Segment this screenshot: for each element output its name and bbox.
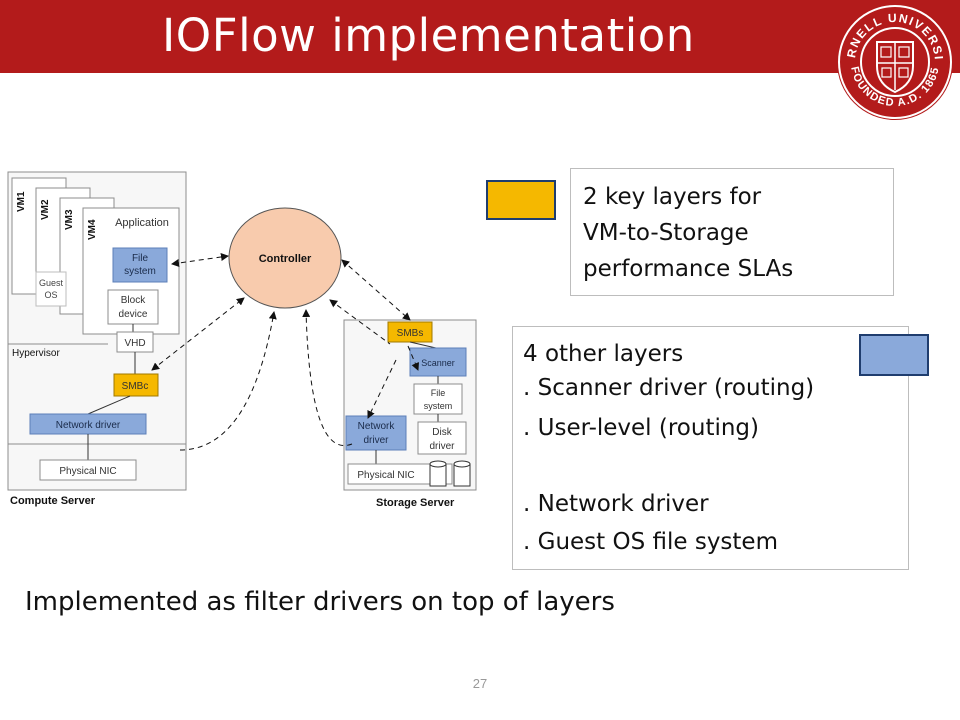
disk-icon <box>453 460 471 487</box>
key-legend-line-2: VM-to-Storage <box>583 220 749 246</box>
page-number: 27 <box>472 676 488 691</box>
guest-os-box <box>35 271 67 307</box>
file-system-label: File <box>132 253 149 264</box>
storage-physical-nic-box <box>347 463 453 485</box>
key-layers-legend: 2 key layers for VM-to-Storage performan… <box>570 168 894 296</box>
disk-driver-box <box>417 421 467 455</box>
slide-caption: Implemented as filter drivers on top of … <box>25 587 615 617</box>
disk-icon <box>429 460 447 487</box>
control-arrow <box>329 299 391 345</box>
control-arrow <box>341 259 411 321</box>
vm-label: VM4 <box>87 219 98 240</box>
smbs-label: SMBs <box>397 328 424 339</box>
disk-driver-label: driver <box>429 441 455 452</box>
hypervisor-label: Hypervisor <box>12 348 60 359</box>
control-arrow <box>151 297 245 371</box>
key-legend-line-1: 2 key layers for <box>583 184 762 210</box>
key-layer-swatch <box>486 180 556 220</box>
key-legend-line-3: performance SLAs <box>583 256 794 282</box>
slide-title: IOFlow implementation <box>162 9 695 62</box>
vm-label: VM2 <box>40 199 51 220</box>
guest-os-label: Guest <box>39 278 64 288</box>
storage-network-driver-box <box>345 415 407 451</box>
control-arrow <box>302 309 353 446</box>
control-arrow <box>367 359 397 419</box>
storage-file-system-label: File <box>431 388 446 398</box>
controller-label: Controller <box>259 253 312 265</box>
other-layers-legend: 4 other layers . Scanner driver (routing… <box>512 326 909 570</box>
cornell-seal-logo: CORNELL UNIVERSITY FOUNDED A.D. 1865 <box>833 0 953 120</box>
other-layer-item: . User-level (routing) <box>523 415 760 441</box>
vhd-label: VHD <box>124 338 145 349</box>
ioflow-architecture-diagram: VM1 VM2 VM3 VM4 Guest OS Application Fil… <box>7 171 477 509</box>
control-arrow <box>407 345 419 371</box>
other-layer-item: . Guest OS file system <box>523 529 778 555</box>
disk-driver-label: Disk <box>432 427 452 438</box>
other-layer-swatch <box>859 334 929 376</box>
network-driver-label: Network driver <box>56 420 121 431</box>
smbc-label: SMBc <box>122 381 149 392</box>
compute-server-label: Compute Server <box>10 495 96 507</box>
vm-label: VM1 <box>16 191 27 212</box>
control-arrow <box>179 311 277 451</box>
controller-node <box>228 207 342 309</box>
storage-network-driver-label: driver <box>363 435 389 446</box>
title-banner <box>0 0 960 73</box>
guest-os-label: OS <box>44 290 57 300</box>
block-device-box <box>107 289 159 325</box>
block-device-label: Block <box>121 295 146 306</box>
control-arrow <box>171 253 229 267</box>
physical-nic-box <box>39 459 137 481</box>
scanner-label: Scanner <box>421 358 455 368</box>
storage-server-label: Storage Server <box>376 497 455 509</box>
file-system-box <box>112 247 168 283</box>
other-layers-heading: 4 other layers <box>523 341 684 367</box>
application-label: Application <box>115 217 169 229</box>
block-device-label: device <box>119 309 148 320</box>
storage-network-driver-label: Network <box>358 421 396 432</box>
storage-physical-nic-label: Physical NIC <box>357 470 414 481</box>
other-layer-item: . Scanner driver (routing) <box>523 375 815 401</box>
storage-file-system-box <box>413 383 463 415</box>
vm-label: VM3 <box>64 209 75 230</box>
storage-file-system-label: system <box>424 401 453 411</box>
smbc-box <box>113 373 159 397</box>
file-system-label: system <box>124 266 156 277</box>
other-layer-item: . Network driver <box>523 491 709 517</box>
physical-nic-label: Physical NIC <box>59 466 116 477</box>
